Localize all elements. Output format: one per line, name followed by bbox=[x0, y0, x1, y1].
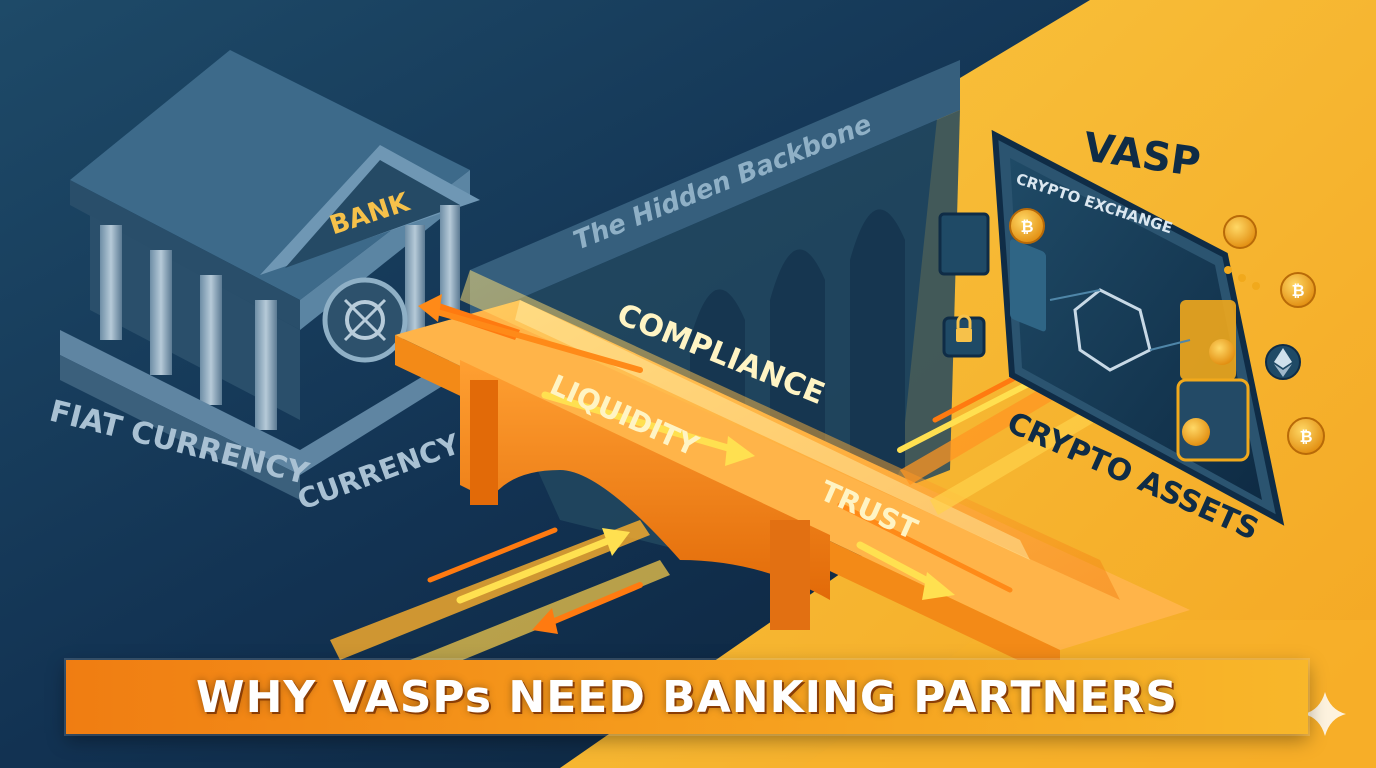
vault-icon bbox=[322, 277, 408, 363]
ethereum-icon bbox=[1265, 344, 1301, 380]
column bbox=[150, 250, 172, 375]
banner-title: WHY VASPs NEED BANKING PARTNERS bbox=[196, 671, 1178, 723]
file-icon bbox=[938, 212, 990, 276]
bank-building-icon: BANK bbox=[60, 50, 500, 500]
column bbox=[100, 225, 122, 340]
column bbox=[405, 225, 425, 335]
svg-text:₿: ₿ bbox=[1299, 427, 1312, 446]
yellow-background bbox=[560, 0, 1376, 768]
svg-text:₿: ₿ bbox=[1291, 281, 1304, 300]
column bbox=[200, 275, 222, 405]
bitcoin-icon: ₿ ₿ ₿ bbox=[1009, 208, 1325, 455]
arrow-icons bbox=[418, 294, 1098, 634]
column bbox=[255, 300, 277, 430]
orange-bridge bbox=[395, 300, 1190, 680]
column bbox=[440, 205, 460, 315]
lock-icon bbox=[942, 314, 986, 358]
sparkle-icon bbox=[1304, 692, 1346, 736]
title-banner: WHY VASPs NEED BANKING PARTNERS bbox=[66, 660, 1308, 734]
svg-text:₿: ₿ bbox=[1020, 217, 1033, 236]
